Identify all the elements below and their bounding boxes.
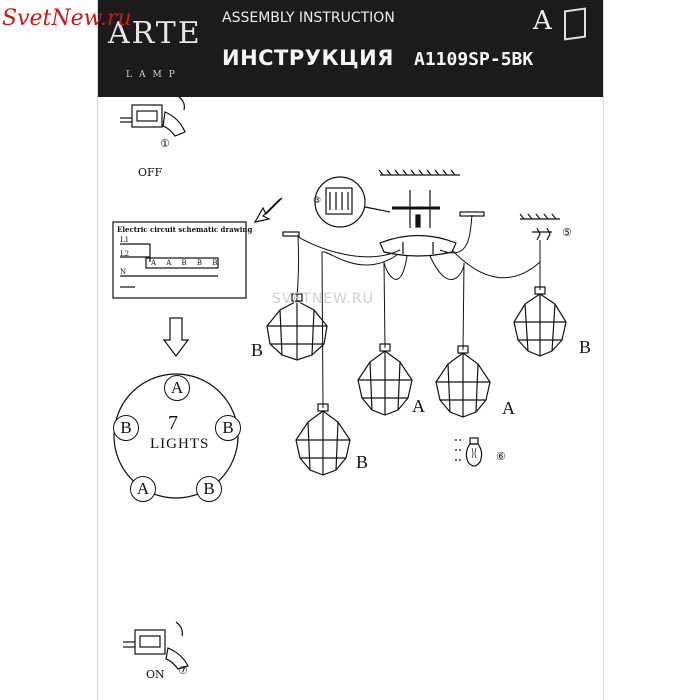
sheet-right-edge <box>603 0 604 700</box>
site-watermark: SVETNEW.RU <box>272 291 374 307</box>
sheet-left-edge <box>97 0 98 700</box>
shade-label-right: A <box>502 398 515 418</box>
shade-label-lower: B <box>356 452 369 472</box>
brand-logo: ARTE <box>108 16 202 51</box>
pendant-shade-a-right <box>435 345 491 418</box>
ceiling-hatch <box>378 169 560 220</box>
title-russian: ИНСТРУКЦИЯ <box>222 46 394 70</box>
step-7-number: ⑦ <box>178 664 188 677</box>
ceiling-canopy <box>379 234 457 257</box>
model-number: A1109SP-5BK <box>414 49 534 70</box>
pendant-shade-a-center <box>357 343 413 416</box>
ring-label-bottom-right: B <box>196 476 222 502</box>
mounting-detail <box>314 176 391 228</box>
schematic-title: Electric circuit schematic drawing <box>117 225 253 234</box>
ring-label-right: B <box>215 415 241 441</box>
ring-label-left: B <box>113 415 139 441</box>
diagonal-arrow-icon <box>253 197 283 223</box>
ring-lights-label: LIGHTS <box>150 436 210 452</box>
shop-watermark: SvetNew.ru <box>2 6 132 31</box>
schematic-l2: L2 <box>120 250 130 258</box>
shade-label-center: A <box>412 396 425 416</box>
step-1-label: OFF <box>138 166 163 179</box>
bulb-icon <box>455 437 483 467</box>
pendant-shade-b-right <box>513 286 567 357</box>
step-6-number: ⑥ <box>496 450 506 463</box>
step-3-number: ③ <box>313 196 322 206</box>
power-switch-on-icon <box>123 621 189 670</box>
mounting-bracket <box>392 190 440 228</box>
step-5-number: ⑤ <box>562 226 572 239</box>
shade-label-left: B <box>251 340 264 360</box>
down-arrow-icon <box>162 317 190 357</box>
header-bar: ARTE LAMP ASSEMBLY INSTRUCTION ИНСТРУКЦИ… <box>98 0 603 97</box>
schematic-l1: L1 <box>120 236 130 244</box>
title-english: ASSEMBLY INSTRUCTION <box>222 10 395 26</box>
brand-logo-sub: LAMP <box>126 70 182 80</box>
ring-count: 7 <box>168 412 178 434</box>
schematic-terminals: A A B B B <box>151 259 222 267</box>
doc-letter: A <box>533 6 552 36</box>
ceiling-hooks <box>282 211 552 241</box>
pendant-shade-b-left <box>266 293 328 361</box>
ring-label-bottom-left: A <box>130 476 156 502</box>
step-1-number: ① <box>160 137 170 150</box>
circuit-schematic <box>112 221 247 299</box>
pendant-shade-b-lower <box>295 403 351 476</box>
schematic-n: N <box>120 268 127 276</box>
pendant-cords <box>296 214 541 409</box>
power-switch-off-icon <box>120 95 186 137</box>
ring-label-top: A <box>164 375 190 401</box>
step-7-label: ON <box>146 668 165 681</box>
shade-label-far-right: B <box>579 337 592 357</box>
